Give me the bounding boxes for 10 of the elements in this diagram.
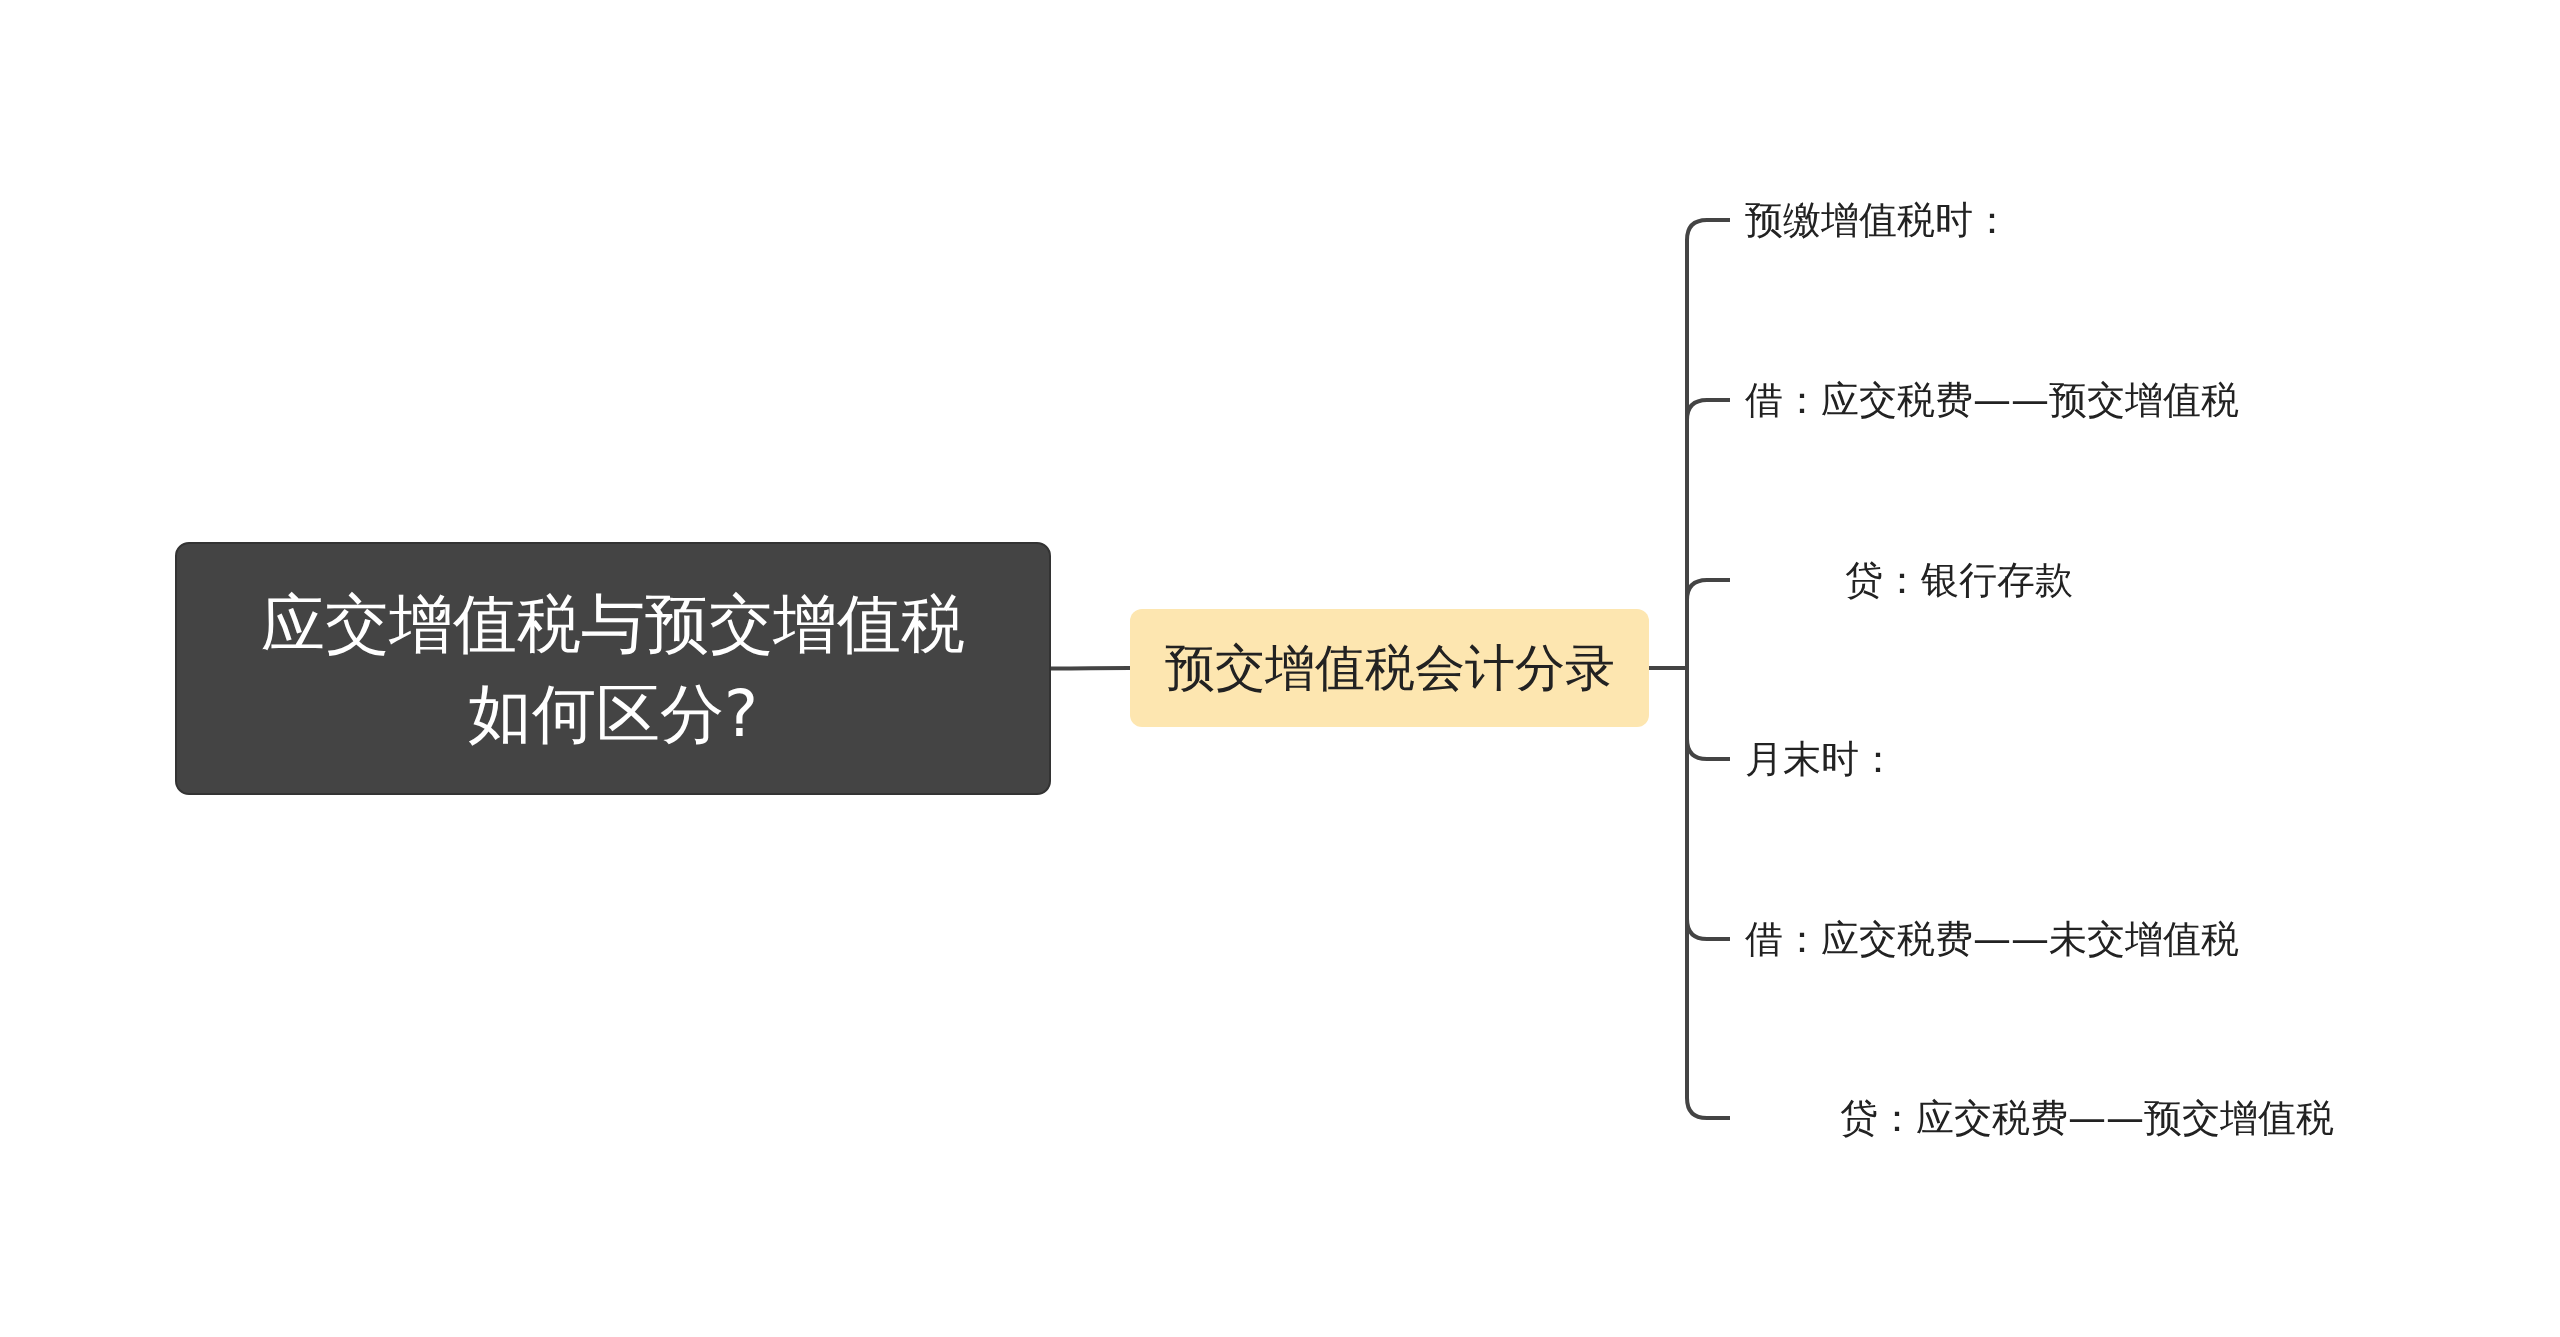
subtopic-box: 预交增值税会计分录 [1130, 609, 1649, 727]
branch-text: 预缴增值税时： [1730, 190, 2011, 250]
branch-text: 贷：银行存款 [1730, 550, 2073, 610]
branch-text: 贷：应交税费——预交增值税 [1730, 1088, 2334, 1148]
branch-text: 月末时： [1730, 729, 1897, 789]
topic-box: 应交增值税与预交增值税如何区分? [175, 542, 1051, 795]
connector-line [1649, 666, 1730, 1120]
connector-line [1051, 666, 1130, 671]
branch-text: 借：应交税费——预交增值税 [1730, 370, 2239, 430]
branch-text: 借：应交税费——未交增值税 [1730, 909, 2239, 969]
